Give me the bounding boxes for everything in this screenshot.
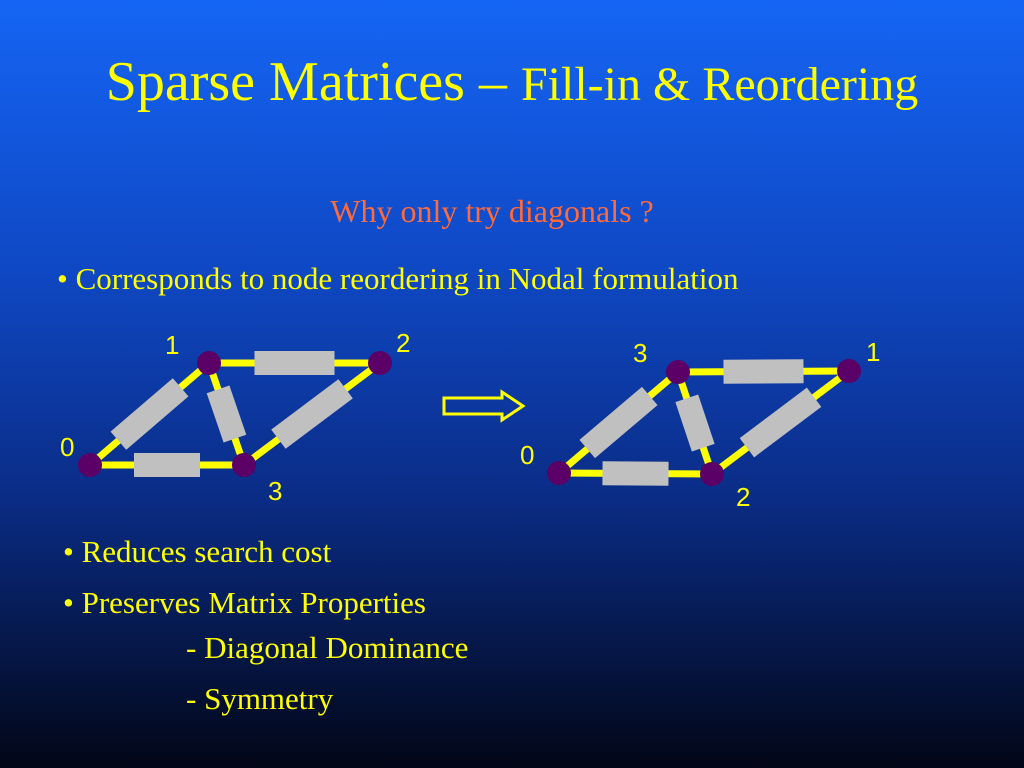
right-label-0: 0 bbox=[520, 440, 534, 470]
bullet-node-reordering: • Corresponds to node reordering in Noda… bbox=[57, 261, 739, 296]
bullet-search-cost: • Reduces search cost bbox=[63, 534, 332, 569]
slide-title: Sparse Matrices – Fill-in & Reordering bbox=[0, 54, 1024, 110]
left-label-0: 0 bbox=[60, 432, 74, 462]
left-label-2: 2 bbox=[396, 328, 410, 358]
bullet-matrix-properties: • Preserves Matrix Properties bbox=[63, 585, 426, 620]
question-text: Why only try diagonals ? bbox=[330, 193, 654, 229]
left-resistor-4 bbox=[271, 379, 353, 449]
left-resistor-3 bbox=[134, 453, 200, 477]
right-resistor-3 bbox=[602, 461, 669, 486]
left-node-0 bbox=[78, 453, 102, 477]
left-resistor-0 bbox=[110, 378, 189, 450]
sub-bullet-symmetry: - Symmetry bbox=[186, 681, 334, 716]
title-main: Sparse Matrices – bbox=[105, 51, 521, 113]
right-resistor-2 bbox=[675, 394, 715, 452]
left-graph bbox=[78, 351, 392, 477]
left-resistor-1 bbox=[254, 351, 335, 375]
left-label-1: 1 bbox=[165, 330, 179, 360]
right-graph bbox=[547, 359, 861, 486]
left-label-3: 3 bbox=[268, 476, 282, 506]
right-label-3: 3 bbox=[633, 338, 647, 368]
left-node-3 bbox=[232, 453, 256, 477]
arrow-icon bbox=[442, 389, 526, 423]
right-node-1 bbox=[666, 360, 690, 384]
right-node-2 bbox=[837, 359, 861, 383]
left-resistor-2 bbox=[206, 385, 247, 443]
sub-bullet-diagonal-dominance: - Diagonal Dominance bbox=[186, 630, 469, 665]
right-resistor-0 bbox=[579, 386, 658, 459]
left-node-1 bbox=[197, 351, 221, 375]
right-node-0 bbox=[547, 461, 571, 485]
right-resistor-1 bbox=[723, 359, 804, 384]
right-resistor-4 bbox=[739, 387, 822, 458]
title-sub: Fill-in & Reordering bbox=[520, 58, 919, 111]
right-node-3 bbox=[700, 462, 724, 486]
right-label-2: 2 bbox=[736, 482, 750, 512]
left-node-2 bbox=[368, 351, 392, 375]
right-label-1: 1 bbox=[866, 337, 880, 367]
